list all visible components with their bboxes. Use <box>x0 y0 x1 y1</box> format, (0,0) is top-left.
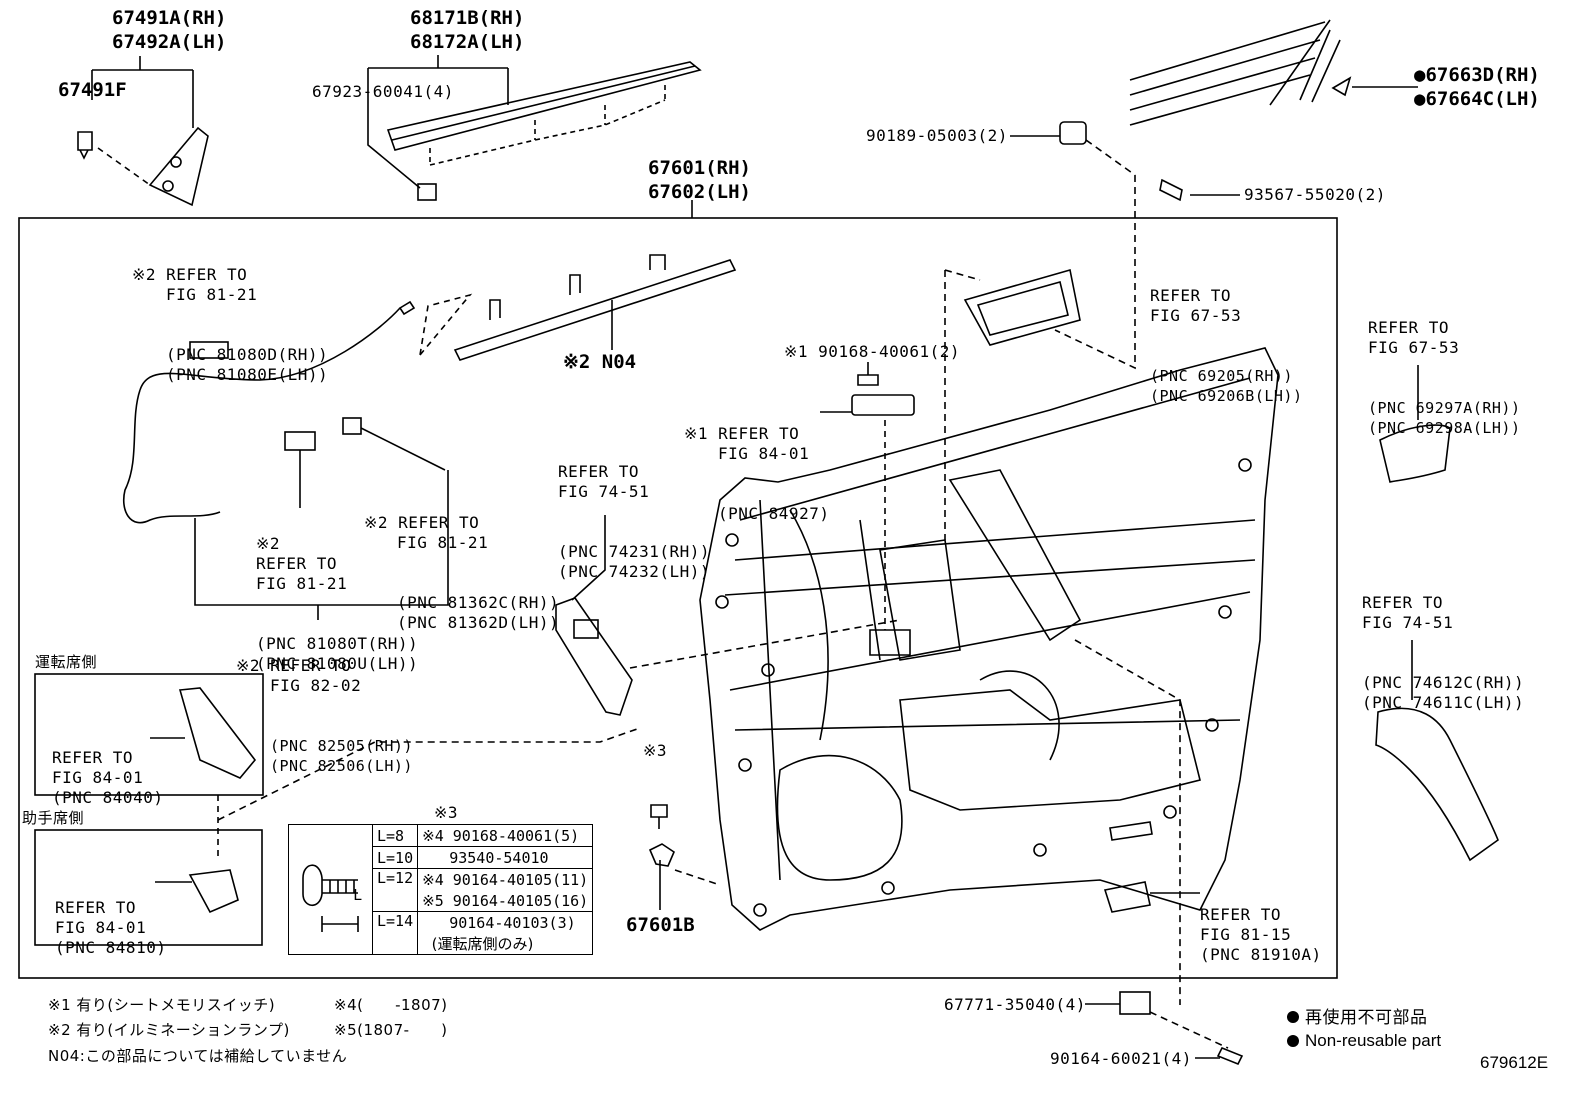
part-67923: 67923-60041(4) <box>312 82 454 101</box>
part-n04: ※2 N04 <box>563 351 637 373</box>
part-67491F: 67491F <box>58 79 127 101</box>
legend-jp: 再使用不可部品 <box>1305 1008 1428 1028</box>
note-4: ※4( -1807) <box>334 996 448 1014</box>
part-67664C: ●67664C(LH) <box>1414 88 1540 110</box>
table-row-part: 93540-54010 <box>417 846 594 869</box>
table-row-part: ※5 90164-40105(16) <box>417 890 594 912</box>
part-67601: 67601(RH) <box>648 157 751 179</box>
table-row-part: 90164-40103(3) <box>417 911 594 933</box>
table-row-len: L=14 <box>371 911 419 955</box>
clip-drawing-cell: L <box>288 824 373 955</box>
main-frame <box>18 217 1338 979</box>
note-1: ※1 有り(シートメモリスイッチ) <box>48 996 276 1014</box>
part-67771: 67771-35040(4) <box>944 995 1086 1014</box>
legend-en: Non-reusable part <box>1305 1031 1442 1050</box>
note-n04: N04:この部品については補給していません <box>48 1047 348 1065</box>
table-row-part: ※4 90164-40105(11) <box>417 868 594 890</box>
table-row-part: ※4 90168-40061(5) <box>417 824 594 847</box>
garnish <box>1375 707 1499 862</box>
passenger-side-label: 助手席側 <box>22 809 85 827</box>
weatherstrip <box>386 61 702 151</box>
part-68172A: 68172A(LH) <box>410 31 525 53</box>
part-67663D: ●67663D(RH) <box>1414 64 1540 86</box>
clip-length-table: L L=8 ※4 90168-40061(5) L=10 93540-54010… <box>288 824 594 955</box>
illumination-bracket <box>453 259 737 361</box>
length-dimension-label: L <box>353 886 363 904</box>
mark-3-table: ※3 <box>434 803 459 822</box>
part-68171B: 68171B(RH) <box>410 7 525 29</box>
part-90189: 90189-05003(2) <box>866 126 1008 145</box>
part-67601B: 67601B <box>626 914 695 936</box>
table-row-len: L=12 <box>371 868 419 912</box>
triangle-cover <box>148 126 209 207</box>
door-panel-outline <box>699 347 1279 931</box>
table-row-len: L=8 <box>371 824 419 847</box>
pull-handle-cover <box>1379 424 1451 483</box>
figure-code: 679612E <box>1480 1053 1549 1072</box>
note-5: ※5(1807- ) <box>334 1021 448 1039</box>
part-67491A: 67491A(RH) <box>112 7 227 29</box>
switch-bezel <box>555 597 633 716</box>
part-67602: 67602(LH) <box>648 181 751 203</box>
part-67492A: 67492A(LH) <box>112 31 227 53</box>
part-90164-60021: 90164-60021(4) <box>1050 1049 1192 1068</box>
table-row-part: (運転席側のみ) <box>417 933 594 955</box>
table-row-len: L=10 <box>371 846 419 869</box>
harness <box>139 307 401 391</box>
ref-block-90168: ※1 90168-40061(2) <box>784 342 961 361</box>
part-93567: 93567-55020(2) <box>1244 185 1386 204</box>
driver-side-label: 運転席側 <box>35 653 98 671</box>
mark-3: ※3 <box>643 741 668 760</box>
note-2: ※2 有り(イルミネーションランプ) <box>48 1021 290 1039</box>
